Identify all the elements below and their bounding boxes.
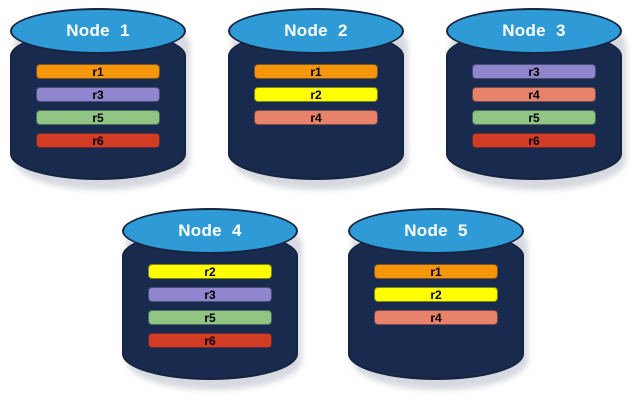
record-bar: r3 xyxy=(36,87,160,102)
database-cylinder-2: Node 2 r1 r2 r4 xyxy=(228,8,408,190)
record-bar: r4 xyxy=(374,310,498,325)
record-list: r1 r2 r4 xyxy=(254,64,378,133)
node-label: Node 3 xyxy=(502,21,566,40)
node-label: Node 2 xyxy=(284,21,348,40)
record-bar: r1 xyxy=(374,264,498,279)
database-cylinder-1: Node 1 r1 r3 r5 r6 xyxy=(10,8,190,190)
record-bar: r6 xyxy=(472,133,596,148)
record-bar: r4 xyxy=(472,87,596,102)
record-bar: r2 xyxy=(148,264,272,279)
record-bar: r1 xyxy=(254,64,378,79)
cylinder-body xyxy=(446,30,622,180)
node-label: Node 1 xyxy=(66,21,130,40)
record-bar: r4 xyxy=(254,110,378,125)
record-bar: r5 xyxy=(472,110,596,125)
record-list: r1 r3 r5 r6 xyxy=(36,64,160,156)
record-bar: r3 xyxy=(148,287,272,302)
cylinder-top-disc xyxy=(10,8,186,54)
cylinder-top-disc xyxy=(122,208,298,254)
record-bar: r6 xyxy=(148,333,272,348)
cylinder-body xyxy=(228,30,404,180)
cylinder-body xyxy=(10,30,186,180)
node-label: Node 5 xyxy=(404,221,468,240)
record-bar: r2 xyxy=(254,87,378,102)
cylinder-top-disc xyxy=(228,8,404,54)
record-bar: r5 xyxy=(36,110,160,125)
cylinder-body xyxy=(348,230,524,380)
node-label: Node 4 xyxy=(178,221,242,240)
record-bar: r5 xyxy=(148,310,272,325)
record-list: r2 r3 r5 r6 xyxy=(148,264,272,356)
record-bar: r3 xyxy=(472,64,596,79)
database-cylinder-3: Node 3 r3 r4 r5 r6 xyxy=(446,8,626,190)
cylinder-top-disc xyxy=(348,208,524,254)
record-list: r3 r4 r5 r6 xyxy=(472,64,596,156)
record-bar: r6 xyxy=(36,133,160,148)
database-cylinder-5: Node 5 r1 r2 r4 xyxy=(348,208,528,390)
database-cylinder-4: Node 4 r2 r3 r5 r6 xyxy=(122,208,302,390)
cylinder-top-disc xyxy=(446,8,622,54)
record-bar: r2 xyxy=(374,287,498,302)
record-bar: r1 xyxy=(36,64,160,79)
record-list: r1 r2 r4 xyxy=(374,264,498,333)
